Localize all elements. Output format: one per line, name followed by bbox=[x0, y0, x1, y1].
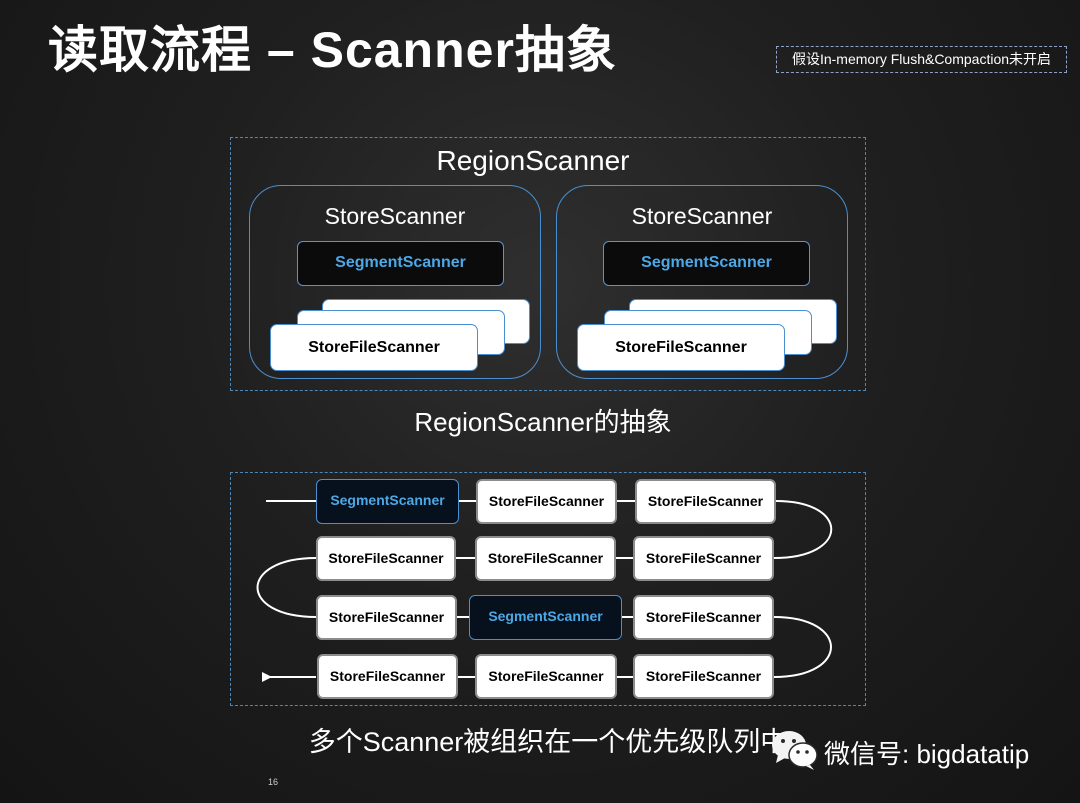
wechat-icon bbox=[770, 728, 820, 772]
queue-storefile-scanner: StoreFileScanner bbox=[476, 479, 617, 524]
queue-storefile-scanner: StoreFileScanner bbox=[635, 479, 776, 524]
queue-segment-scanner: SegmentScanner bbox=[469, 595, 622, 640]
queue-segment-scanner: SegmentScanner bbox=[316, 479, 459, 524]
queue-storefile-scanner: StoreFileScanner bbox=[475, 536, 616, 581]
assumption-note: 假设In-memory Flush&Compaction未开启 bbox=[776, 46, 1067, 73]
store-scanner-box-1 bbox=[249, 185, 541, 379]
priority-queue-box bbox=[230, 472, 866, 706]
storefile-scanner-label-2: StoreFileScanner bbox=[615, 339, 747, 356]
segment-scanner-1: SegmentScanner bbox=[297, 241, 504, 286]
wechat-id: 微信号: bigdatatip bbox=[824, 739, 1030, 769]
store-scanner-box-2 bbox=[556, 185, 848, 379]
segment-scanner-2: SegmentScanner bbox=[603, 241, 810, 286]
queue-storefile-scanner: StoreFileScanner bbox=[633, 536, 774, 581]
region-scanner-box bbox=[230, 137, 866, 391]
storefile-card-front-2 bbox=[577, 324, 785, 371]
region-scanner-caption: RegionScanner的抽象 bbox=[414, 407, 672, 437]
store-scanner-label-2: StoreScanner bbox=[631, 203, 773, 229]
store-scanner-label-1: StoreScanner bbox=[324, 203, 466, 229]
queue-storefile-scanner: StoreFileScanner bbox=[633, 654, 774, 699]
queue-storefile-scanner: StoreFileScanner bbox=[316, 536, 456, 581]
storefile-card-front-1 bbox=[270, 324, 478, 371]
queue-storefile-scanner: StoreFileScanner bbox=[317, 654, 458, 699]
storefile-scanner-label-1: StoreFileScanner bbox=[308, 339, 440, 356]
queue-storefile-scanner: StoreFileScanner bbox=[475, 654, 617, 699]
region-scanner-label: RegionScanner bbox=[436, 145, 630, 176]
queue-storefile-scanner: StoreFileScanner bbox=[316, 595, 457, 640]
page-number: 16 bbox=[268, 777, 279, 787]
queue-storefile-scanner: StoreFileScanner bbox=[633, 595, 774, 640]
page-title: 读取流程 – Scanner抽象 bbox=[48, 22, 617, 78]
priority-queue-caption: 多个Scanner被组织在一个优先级队列中 bbox=[308, 727, 788, 757]
